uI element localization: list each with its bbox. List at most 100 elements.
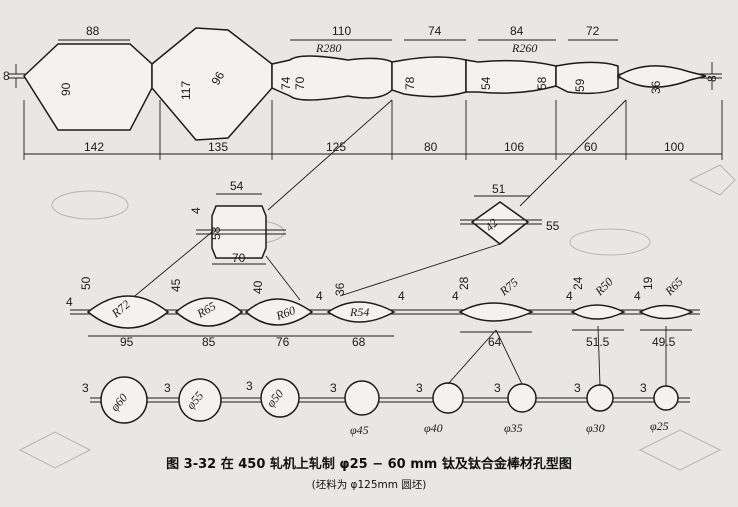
height-36: 36 [649,80,663,94]
round-pass-8: 3 φ25 [640,381,679,433]
round-row: 3 φ60 3 φ55 3 φ50 3 φ45 3 φ40 3 φ35 [82,325,690,437]
oval-pass-6: 24 R50 4 51.5 [566,275,626,349]
round3-gap: 3 [246,379,253,393]
diamond-pass-51: 51 55 42 [460,182,560,245]
round-pass-1: 3 φ60 [82,376,148,424]
spacing-lines [23,100,723,160]
spacing-60: 60 [584,140,598,154]
oval6-width: 51.5 [586,335,610,349]
spacing-106: 106 [504,140,524,154]
box-width-110: 110 [332,24,351,38]
spacing-125: 125 [326,140,346,154]
figure-caption: 图 3-32 在 450 轧机上轧制 φ25 − 60 mm 钛及钛合金棒材孔型… [166,456,572,472]
caption-block: 图 3-32 在 450 轧机上轧制 φ25 − 60 mm 钛及钛合金棒材孔型… [166,456,572,491]
round-pass-3: 3 φ50 [246,378,300,418]
oval2-width: 85 [202,335,216,349]
oval-pass-36 [616,65,707,88]
box-pass-54: 54 4 58 70 [189,179,286,265]
oval-pass-1: 50 R72 4 95 [66,276,170,349]
oval-pass-2: 45 R65 85 [169,278,244,349]
height-74: 74 [279,76,293,90]
oval1-gap: 4 [66,295,73,309]
flow-arrows-middle [129,99,627,301]
oval5-gap: 4 [452,289,459,303]
oval5-radius: R75 [496,275,521,299]
spacing-80: 80 [424,140,438,154]
gap-marker-left: 8 [3,64,17,88]
oval3-radius: R60 [273,303,297,323]
oval3-width: 76 [276,335,290,349]
oval4-radius: R54 [349,305,369,319]
diamond-height-55: 55 [546,219,560,233]
oval-pass-3: 40 R60 4 76 [244,280,323,349]
oval6-radius: R50 [592,275,616,299]
gap-label-left: 8 [3,69,10,83]
round6-diameter: φ35 [504,421,523,435]
middle-row: 54 4 58 70 51 55 42 [129,99,627,301]
top-row: 8 88 110 74 84 72 R280 [3,24,723,160]
round8-gap: 3 [640,381,647,395]
box-width-88: 88 [86,24,100,38]
oval-row: 50 R72 4 95 45 R65 85 40 R60 4 76 36 R54… [66,275,700,349]
oval5-width: 64 [488,335,502,349]
round-pass-5: 3 φ40 [416,381,464,435]
spacing-142: 142 [84,140,104,154]
diamond-pass-top [151,27,273,141]
oval7-width: 49.5 [652,335,676,349]
oval3-gap: 4 [316,289,323,303]
figure-subcaption: (坯料为 φ125mm 圆坯) [312,478,427,491]
oval-pass-7: 19 R65 4 49.5 [634,275,694,349]
height-58: 58 [535,76,549,90]
box-width-74: 74 [428,24,442,38]
box-pass-72 [555,61,619,95]
round6-gap: 3 [494,381,501,395]
oval1-width: 95 [120,335,134,349]
round-pass-2: 3 φ55 [164,378,222,422]
round5-gap: 3 [416,381,423,395]
height-117: 117 [179,81,193,100]
oval2-height: 45 [169,278,183,292]
hexagon-pass [23,43,153,131]
oval-pass-4: 36 R54 4 68 [326,282,405,349]
oval5-height: 28 [457,276,471,290]
round-pass-6: 3 φ35 [494,381,537,435]
oval7-height: 19 [641,276,655,290]
diamond-width-51: 51 [492,182,506,196]
round7-diameter: φ30 [586,421,605,435]
oval6-gap: 4 [566,289,573,303]
box-width-72: 72 [586,24,600,38]
oval1-height: 50 [79,276,93,290]
oval-pass-5: 28 R75 4 64 [452,275,534,349]
oval6-height: 24 [571,276,585,290]
radius-r280: R280 [315,41,341,55]
box-width-84: 84 [510,24,524,38]
round-pass-4: 3 φ45 [330,380,380,437]
spacing-100: 100 [664,140,684,154]
flow-arrows-lower [447,325,667,387]
oval3-height: 40 [251,280,265,294]
oval4-width: 68 [352,335,366,349]
box-bottom-70: 70 [232,251,246,265]
box-gap-4: 4 [189,207,203,214]
height-90: 90 [59,82,73,96]
box-height-58: 58 [209,226,223,240]
round2-gap: 3 [164,381,171,395]
round5-diameter: φ40 [424,421,443,435]
height-70: 70 [293,76,307,90]
oval4-gap: 4 [398,289,405,303]
round1-gap: 3 [82,381,89,395]
round8-diameter: φ25 [650,419,669,433]
round4-gap: 3 [330,381,337,395]
oval7-radius: R65 [662,275,686,299]
height-78: 78 [403,76,417,90]
oval7-gap: 4 [634,289,641,303]
box-width-54: 54 [230,179,244,193]
height-96: 96 [208,69,227,88]
oval4-height: 36 [333,282,347,296]
round-pass-7: 3 φ30 [574,381,614,435]
gap-label-right: 8 [705,75,719,82]
height-59: 59 [573,78,587,92]
height-54: 54 [479,76,493,90]
